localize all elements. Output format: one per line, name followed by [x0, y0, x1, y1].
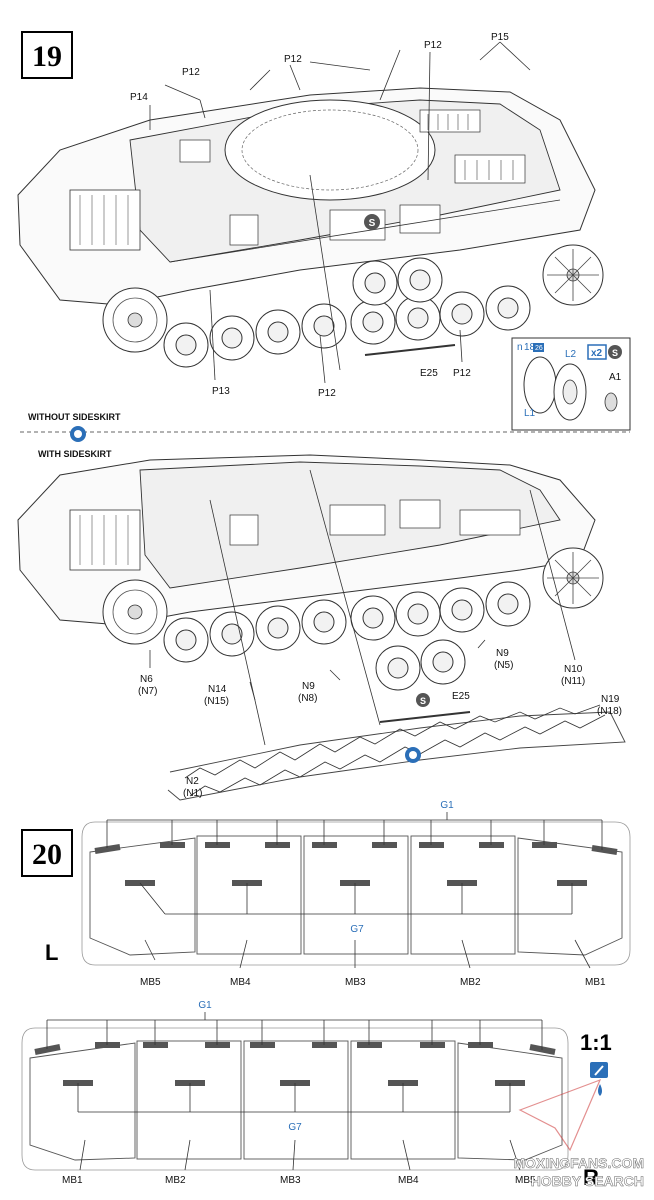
wheel-inset: n 18 26 L2 L1 A1 x2 S: [511, 337, 631, 431]
step-19-box: [21, 31, 73, 79]
right-panel-3: MB3: [280, 1175, 301, 1186]
road-wheels-bottom: [163, 581, 531, 691]
label-n5: (N5): [494, 660, 513, 671]
label-n11: (N11): [561, 676, 585, 687]
label-e25-bottom: E25: [452, 691, 470, 702]
right-side-label: R: [583, 1165, 599, 1190]
label-p12-a: P12: [182, 67, 200, 78]
label-p15: P15: [491, 32, 509, 43]
drive-sprocket-bottom: [102, 579, 168, 645]
watermark: MOXINGFANS.COM HOBBY SEARCH: [513, 1078, 644, 1189]
right-panel-1: MB1: [62, 1175, 83, 1186]
left-panel-5: MB1: [585, 977, 606, 988]
right-panel-4: MB4: [398, 1175, 419, 1186]
label-n2: N2: [186, 776, 199, 787]
sideskirt-rails: [167, 704, 626, 801]
inset-label-a1: A1: [609, 372, 622, 383]
road-wheels-top: [163, 257, 531, 368]
callout-lines-bottom: [149, 469, 576, 746]
label-p13: P13: [212, 386, 230, 397]
sideskirt-right-assembly: [21, 1012, 569, 1171]
drop-icon: [598, 1084, 602, 1096]
label-n19: N19: [601, 694, 620, 705]
step-20-box: [21, 829, 73, 877]
inset-ref-a: n: [517, 342, 523, 353]
label-n14: N14: [208, 684, 227, 695]
e25-rod: [364, 344, 456, 356]
drive-sprocket-top: [102, 287, 168, 353]
left-g1-label: G1: [440, 800, 454, 811]
right-panel-2: MB2: [165, 1175, 186, 1186]
right-g7-label: G7: [288, 1122, 302, 1133]
s-badge-label: S: [369, 218, 376, 229]
s-badge-bottom-icon: [416, 693, 430, 707]
inset-ref-b: 18: [524, 342, 536, 353]
left-panel-1: MB5: [140, 977, 161, 988]
label-n6: N6: [140, 674, 153, 685]
label-p12-c: P12: [424, 40, 442, 51]
label-p12-b: P12: [284, 54, 302, 65]
label-n9-b: N9: [496, 648, 509, 659]
step-19-number: 19: [32, 40, 62, 73]
left-g7-label: G7: [350, 924, 364, 935]
label-p14: P14: [130, 92, 148, 103]
watermark-line-1: MOXINGFANS.COM: [513, 1155, 644, 1171]
with-sideskirt-label: WITH SIDESKIRT: [38, 449, 112, 459]
inset-s-badge: S: [612, 348, 618, 358]
label-n1: (N1): [183, 788, 202, 799]
label-e25: E25: [420, 368, 438, 379]
label-n8: (N8): [298, 693, 317, 704]
s-badge-icon: [364, 214, 380, 230]
watermark-line-2: HOBBY SEARCH: [531, 1173, 644, 1189]
inset-ref-c: 26: [535, 345, 543, 352]
label-n15: (N15): [204, 696, 229, 707]
label-p12-d: P12: [318, 388, 336, 399]
without-sideskirt-label: WITHOUT SIDESKIRT: [28, 412, 121, 422]
s-badge-bottom: S: [420, 696, 426, 706]
callout-lines-top: [149, 41, 531, 384]
inset-label-l2: L2: [565, 349, 577, 360]
label-n18: (N18): [597, 706, 622, 717]
left-panel-3: MB3: [345, 977, 366, 988]
tank-hull-top: [17, 87, 596, 306]
right-g1-label: G1: [198, 1000, 212, 1011]
inset-qty: x2: [591, 348, 603, 359]
label-n10: N10: [564, 664, 583, 675]
inset-s-badge-icon: [608, 345, 622, 359]
label-p12-e: P12: [453, 368, 471, 379]
label-n9-a: N9: [302, 681, 315, 692]
idler-wheel-top: [542, 244, 604, 306]
right-panel-5: MB5: [515, 1175, 536, 1186]
label-n7: (N7): [138, 686, 157, 697]
left-panel-4: MB2: [460, 977, 481, 988]
inset-label-l1: L1: [524, 408, 536, 419]
left-side-label: L: [45, 940, 58, 965]
e25-rod-bottom: [379, 711, 471, 723]
step-20-number: 20: [32, 838, 62, 871]
sideskirt-left-assembly: [81, 812, 631, 969]
idler-wheel-bottom: [542, 547, 604, 609]
scale-label: 1:1: [580, 1030, 612, 1055]
left-panel-2: MB4: [230, 977, 251, 988]
tank-hull-bottom: [17, 454, 596, 626]
